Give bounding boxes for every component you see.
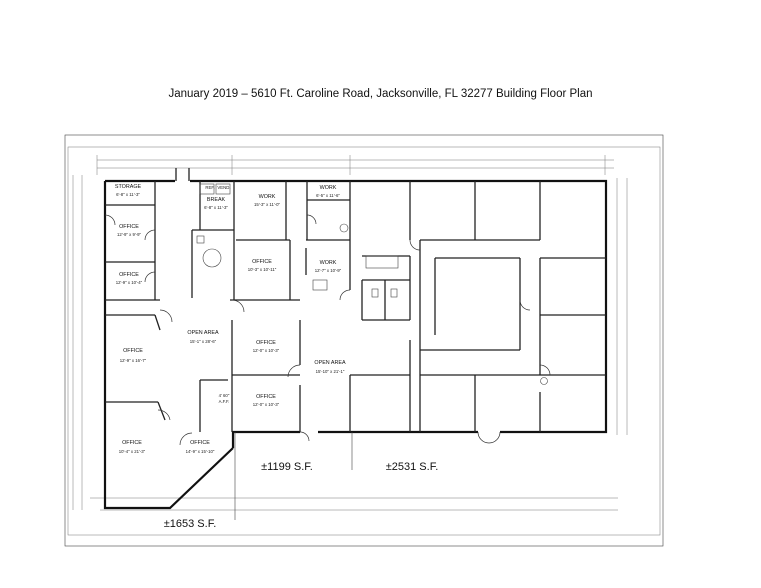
room-dims-work-2: 6'-5" x 11'-6" [316,193,340,198]
room-label-office-3: OFFICE [252,259,272,265]
label-rail: 4' 60" [219,393,230,398]
doors [104,214,551,446]
drawing-frame [64,134,664,547]
dimension-lines [72,155,628,511]
room-label-storage: STORAGE [115,184,142,190]
exterior-walls [103,168,608,510]
room-dims-office-3: 10'-3" x 10'-11" [248,267,277,272]
room-label-office-6: OFFICE [256,394,276,400]
room-label-work-1: WORK [259,194,276,200]
room-labels: STORAGE 6'-8" x 11'-3" BREAK 6'-8" x 11'… [115,184,346,454]
room-label-work-3: WORK [320,260,337,266]
room-label-open-area-2: OPEN AREA [314,360,346,366]
room-label-office-1: OFFICE [119,224,139,230]
fixtures [196,183,548,385]
label-vend: VEND. [217,185,230,190]
room-dims-office-5: 12'-0" x 10'-3" [253,348,280,353]
room-label-open-area-1: OPEN AREA [187,330,219,336]
interior-walls [105,181,606,432]
room-dims-office-1: 12'-9" x 9'-9" [117,232,142,237]
area-label-left: ±1653 S.F. [164,518,217,530]
room-dims-work-3: 12'-7" x 10'-9" [315,268,342,273]
room-label-work-2: WORK [320,185,337,191]
room-dims-open-area-2: 15'-10" x 21'-1" [316,369,345,374]
room-dims-office-8: 14'-9" x 15'-10" [186,449,215,454]
label-rail-sub: A.F.F. [219,399,230,404]
area-label-middle: ±1199 S.F. [261,461,313,473]
room-dims-office-4: 12'-9" x 16'-7" [120,358,147,363]
room-label-break: BREAK [207,197,226,203]
room-dims-work-1: 15'-3" x 11'-0" [254,202,281,207]
drawing-inner-frame [67,146,661,536]
room-label-office-7: OFFICE [122,440,142,446]
room-label-office-4: OFFICE [123,348,143,354]
room-dims-break: 6'-8" x 11'-3" [204,205,228,210]
area-label-right: ±2531 S.F. [386,461,439,473]
room-label-office-8: OFFICE [190,440,210,446]
label-ref: REF. [205,185,214,190]
room-dims-office-6: 12'-0" x 10'-3" [253,402,280,407]
room-dims-storage: 6'-8" x 11'-3" [116,192,140,197]
area-labels: ±1653 S.F. ±1199 S.F. ±2531 S.F. [164,461,439,530]
room-label-office-2: OFFICE [119,272,139,278]
room-dims-open-area-1: 15'-1" x 28'-6" [190,339,217,344]
page-title: January 2019 – 5610 Ft. Caroline Road, J… [168,88,593,100]
room-dims-office-2: 12'-9" x 10'-4" [116,280,143,285]
room-label-office-5: OFFICE [256,340,276,346]
room-dims-office-7: 10'-4" x 21'-3" [119,449,146,454]
